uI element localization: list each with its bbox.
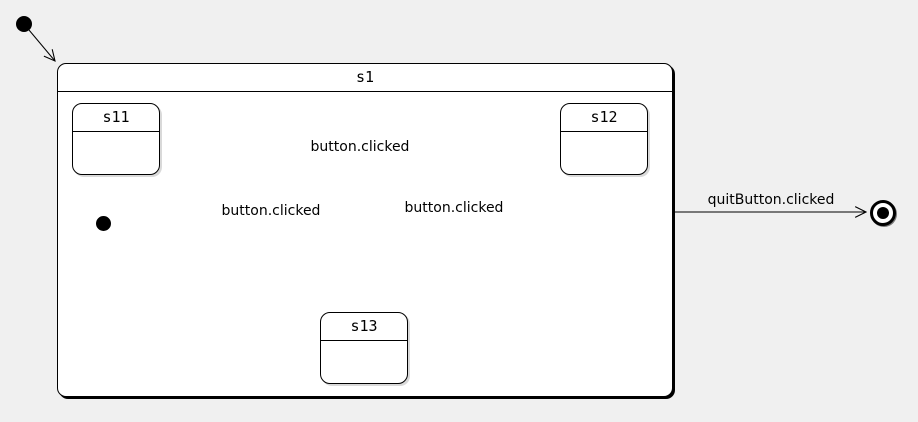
state-s13-title: s13: [321, 313, 407, 341]
initial-state-outer[interactable]: [16, 16, 32, 32]
state-s11[interactable]: s11: [72, 103, 160, 175]
transition-label-s11-s12[interactable]: button.clicked: [310, 139, 410, 155]
initial-state-inner[interactable]: [96, 216, 111, 231]
state-s12[interactable]: s12: [560, 103, 648, 175]
final-state[interactable]: [870, 200, 896, 226]
transition-label-s13-s11[interactable]: button.clicked: [221, 203, 321, 219]
transition-initial-to-s1[interactable]: [28, 29, 55, 61]
state-s11-title: s11: [73, 104, 159, 132]
transition-label-quit[interactable]: quitButton.clicked: [707, 192, 835, 208]
state-s13[interactable]: s13: [320, 312, 408, 384]
transition-label-s12-s13[interactable]: button.clicked: [404, 200, 504, 216]
state-s12-title: s12: [561, 104, 647, 132]
state-s1-title: s1: [58, 64, 672, 92]
final-state-dot: [877, 207, 889, 219]
